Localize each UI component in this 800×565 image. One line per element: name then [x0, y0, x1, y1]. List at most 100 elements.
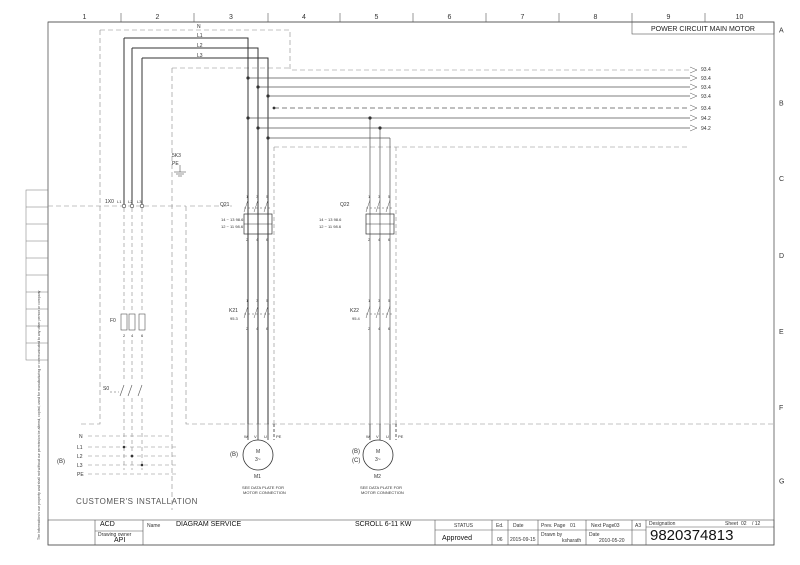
designation-label: Designation [649, 521, 676, 527]
svg-text:L2: L2 [197, 43, 203, 49]
svg-text:1: 1 [246, 298, 249, 303]
fuses [120, 313, 146, 331]
svg-text:2: 2 [246, 326, 249, 331]
svg-text:N: N [79, 434, 83, 440]
cross-references: 93.4 93.4 93.4 93.4 93.4 94.2 94.2 [701, 67, 711, 132]
status-label: STATUS [454, 523, 473, 529]
svg-text:V: V [376, 434, 379, 439]
svg-text:L2: L2 [128, 199, 133, 204]
breaker-tag: Q21 [220, 202, 230, 208]
svg-text:W: W [366, 434, 370, 439]
column-number: 1 [83, 14, 87, 21]
diagram-name: DIAGRAM SERVICE [176, 521, 242, 528]
svg-text:1: 1 [368, 298, 371, 303]
svg-text:(C): (C) [352, 458, 360, 464]
svg-text:3~: 3~ [255, 457, 261, 463]
svg-text:PE: PE [276, 434, 282, 439]
breaker-tag: Q22 [340, 202, 350, 208]
svg-text:14 ~ 13 98.6: 14 ~ 13 98.6 [319, 217, 342, 222]
contactor-k22: K22 95.4 1 3 5 2 4 6 [350, 298, 394, 331]
svg-text:K21: K21 [229, 308, 238, 314]
svg-text:5: 5 [388, 298, 391, 303]
cross-ref-arrows [689, 66, 698, 132]
svg-text:M: M [376, 449, 380, 455]
fuse-down-lines [123, 340, 143, 380]
row-letter: F [779, 405, 783, 412]
svg-text:12 ~ 11 98.6: 12 ~ 11 98.6 [319, 224, 342, 229]
column-number: 10 [736, 14, 744, 21]
svg-text:6: 6 [388, 326, 391, 331]
svg-text:V: V [254, 434, 257, 439]
customer-line-labels: N L1 L2 L3 PE [77, 434, 84, 478]
svg-text:6: 6 [266, 326, 269, 331]
svg-text:5: 5 [388, 194, 391, 199]
svg-text:93.4: 93.4 [701, 67, 711, 73]
dashed-boundaries [48, 29, 774, 510]
terminal-down-lines [123, 208, 143, 310]
svg-text:N: N [197, 24, 201, 30]
svg-text:4: 4 [256, 326, 259, 331]
drawing-owner: API [114, 537, 126, 544]
svg-text:3: 3 [378, 298, 381, 303]
revision-grid [25, 189, 49, 361]
feeder-lines [248, 77, 690, 424]
title-block [47, 519, 775, 546]
svg-text:2: 2 [368, 237, 371, 242]
contactor-k21: K21 95.3 1 3 5 2 4 6 [229, 298, 272, 331]
svg-text:SEE DATA PLATE FOR: SEE DATA PLATE FOR [360, 485, 402, 490]
column-number: 5 [375, 14, 379, 21]
svg-text:12 ~ 11 98.6: 12 ~ 11 98.6 [221, 224, 244, 229]
row-letter: D [779, 253, 784, 260]
svg-text:4: 4 [131, 333, 134, 338]
svg-text:U: U [264, 434, 267, 439]
svg-text:6: 6 [388, 237, 391, 242]
row-letter: B [779, 101, 784, 108]
sheet-title-box [631, 21, 775, 35]
column-number: 6 [448, 14, 452, 21]
column-number: 2 [156, 14, 160, 21]
status-value: Approved [442, 535, 472, 542]
svg-text:L2: L2 [77, 454, 83, 460]
date2-label: Date [589, 532, 600, 538]
svg-text:4: 4 [256, 237, 259, 242]
customer-letter: (B) [57, 459, 65, 465]
svg-text:SEE DATA PLATE FOR: SEE DATA PLATE FOR [242, 485, 284, 490]
date-value: 2015-09-15 [510, 537, 536, 543]
sheet-label: Sheet [725, 521, 739, 527]
svg-text:4: 4 [378, 326, 381, 331]
terminal-block-label: 1X0 [105, 199, 114, 205]
designation-value: 9820374813 [650, 527, 734, 544]
svg-text:94.2: 94.2 [701, 116, 711, 122]
svg-text:2: 2 [123, 333, 126, 338]
drawing-frame [47, 21, 775, 546]
name-label: Name [147, 523, 161, 529]
date2-value: 2010-05-20 [599, 538, 625, 544]
sheet-number: 02 [741, 521, 747, 527]
svg-text:M2: M2 [374, 474, 381, 480]
motor-m2: W V U PE M 3~ (B) (C) M2 SEE DATA PLATE … [352, 424, 404, 495]
column-number: 3 [229, 14, 233, 21]
svg-text:3: 3 [256, 298, 259, 303]
svg-text:95.3: 95.3 [230, 316, 239, 321]
svg-text:MOTOR CONNECTION: MOTOR CONNECTION [361, 490, 404, 495]
company-name: ACD [100, 521, 115, 528]
customer-junctions [122, 445, 144, 467]
junction-dots [246, 76, 382, 140]
svg-text:U: U [386, 434, 389, 439]
svg-text:(B): (B) [352, 449, 360, 455]
svg-text:1: 1 [368, 194, 371, 199]
svg-text:93.4: 93.4 [701, 85, 711, 91]
svg-text:K22: K22 [350, 308, 359, 314]
date-label: Date [513, 523, 524, 529]
row-letter: C [779, 176, 784, 183]
breaker-q22: Q22 14 ~ 13 98.6 12 ~ 11 98.6 1 3 5 2 4 … [319, 194, 395, 242]
ed-label: Ed. [496, 523, 504, 529]
fuse-label: F0 [110, 318, 116, 324]
svg-text:14 ~ 13 98.6: 14 ~ 13 98.6 [221, 217, 244, 222]
row-letter: A [779, 28, 784, 35]
svg-text:MOTOR CONNECTION: MOTOR CONNECTION [243, 490, 286, 495]
svg-text:5: 5 [266, 194, 269, 199]
